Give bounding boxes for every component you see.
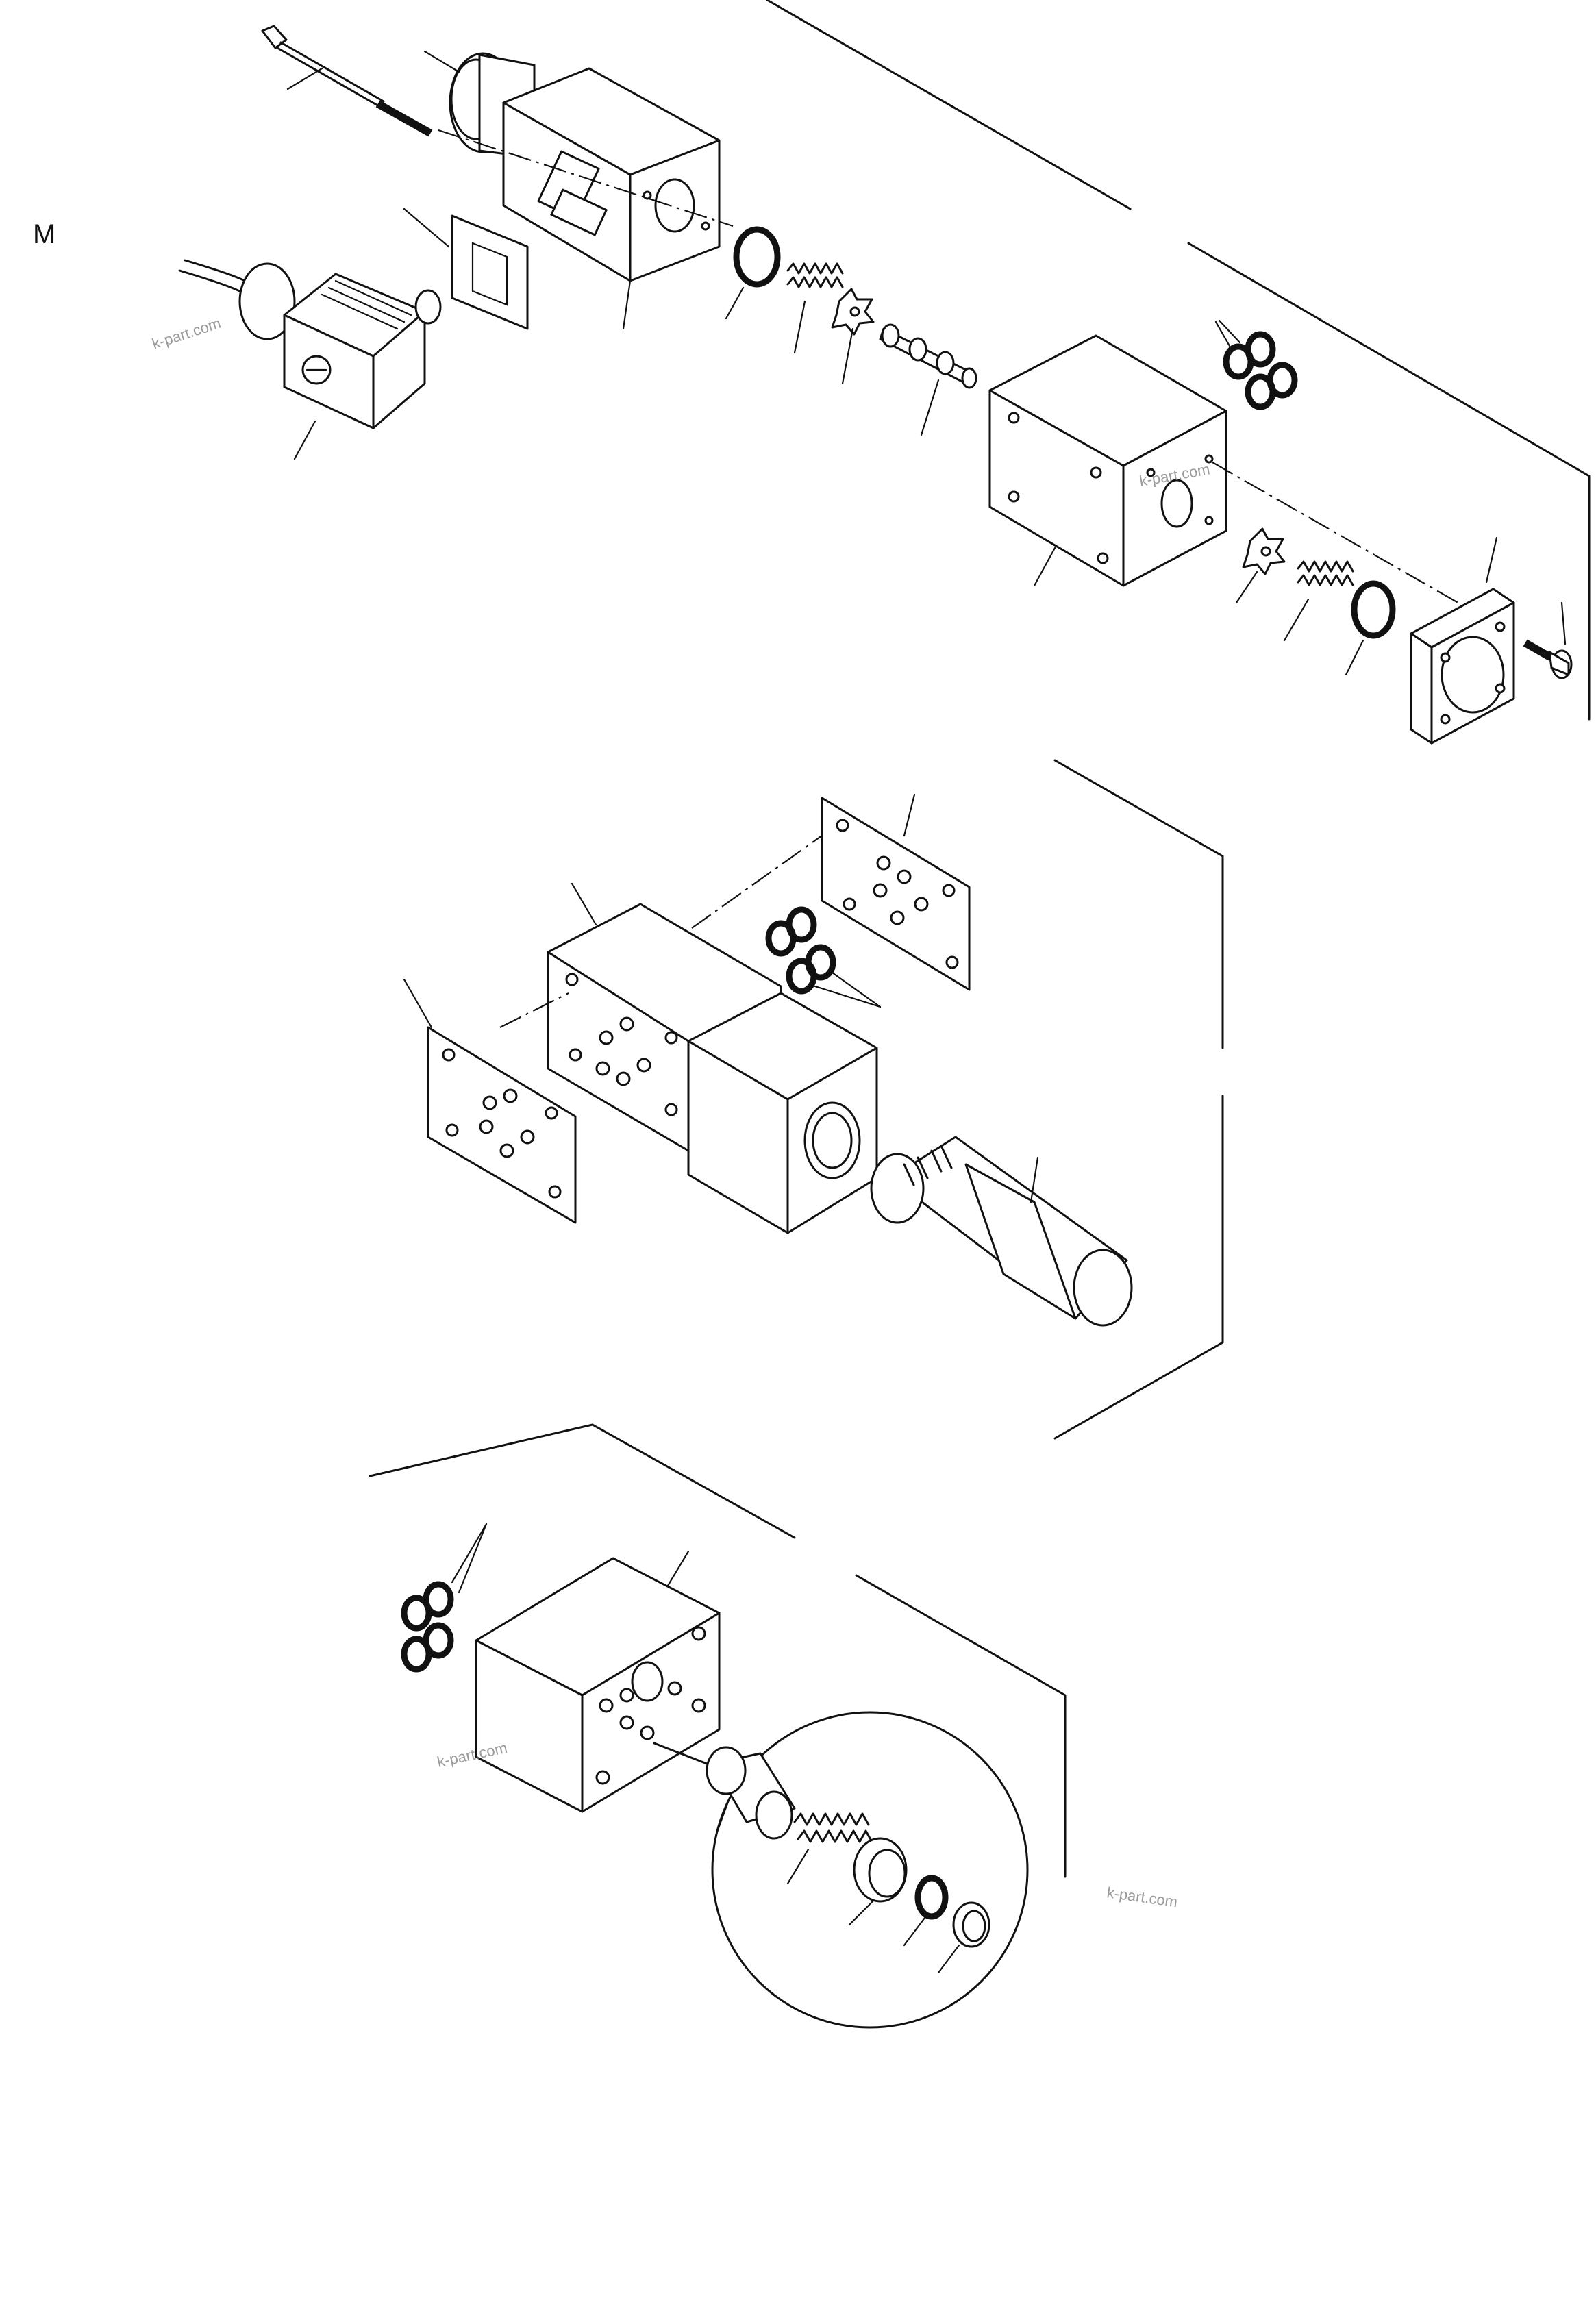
spring: [786, 1812, 873, 1885]
leader-line: [725, 286, 745, 320]
valve-body: [547, 882, 878, 1234]
group-bracket-line: [855, 1574, 1067, 1878]
through-bolt: [261, 25, 433, 137]
center-line: [499, 992, 569, 1028]
watermark: k-part.com: [1106, 1884, 1178, 1910]
spring: [786, 262, 844, 354]
backup-ring: [937, 1901, 990, 1974]
group-bracket-line: [1187, 242, 1591, 721]
o-ring-set: [1214, 319, 1298, 410]
center-line: [691, 835, 823, 929]
solenoid-valve-assembly: k-part.com: [178, 0, 1591, 745]
gasket-plate: [821, 793, 971, 991]
center-line: [1212, 462, 1501, 627]
o-ring: [733, 226, 781, 288]
o-ring-set: [401, 1523, 488, 1673]
spool: [879, 323, 977, 436]
retainer-washer: [831, 288, 875, 385]
solenoid-housing: [502, 67, 721, 330]
poppet: [706, 1746, 796, 1840]
watermark: k-part.com: [150, 314, 223, 353]
plug: [848, 1837, 908, 1926]
gasket-plate: [403, 978, 577, 1224]
detail-line: [653, 1742, 717, 1769]
pressure-valve-assembly: [403, 759, 1224, 1440]
connector-plug: [178, 259, 442, 460]
group-bracket-line: [1053, 1095, 1224, 1440]
group-bracket-line: [1053, 759, 1224, 1049]
gasket-plate: [403, 208, 529, 330]
spring: [1283, 560, 1354, 642]
leader-line: [1345, 639, 1364, 676]
group-bracket-line: [766, 0, 1132, 210]
o-ring-set: [765, 906, 882, 1008]
cap-screw: [1523, 601, 1573, 679]
group-bracket-line: [369, 1423, 796, 1539]
valve-body: k-part.com: [988, 334, 1227, 587]
o-ring: [1351, 580, 1396, 639]
end-cover: [1410, 536, 1515, 745]
o-ring: [914, 1875, 949, 1920]
check-valve-assembly: k-part.com: [369, 1423, 1179, 2029]
figure-label: M: [33, 219, 55, 249]
detail-circle: [711, 1711, 1029, 2029]
retainer-washer: [1235, 527, 1286, 604]
leader-line: [903, 1916, 926, 1947]
center-line: [438, 129, 734, 227]
cartridge-valve: [870, 1136, 1133, 1327]
valve-block: k-part.com: [436, 1550, 721, 1813]
